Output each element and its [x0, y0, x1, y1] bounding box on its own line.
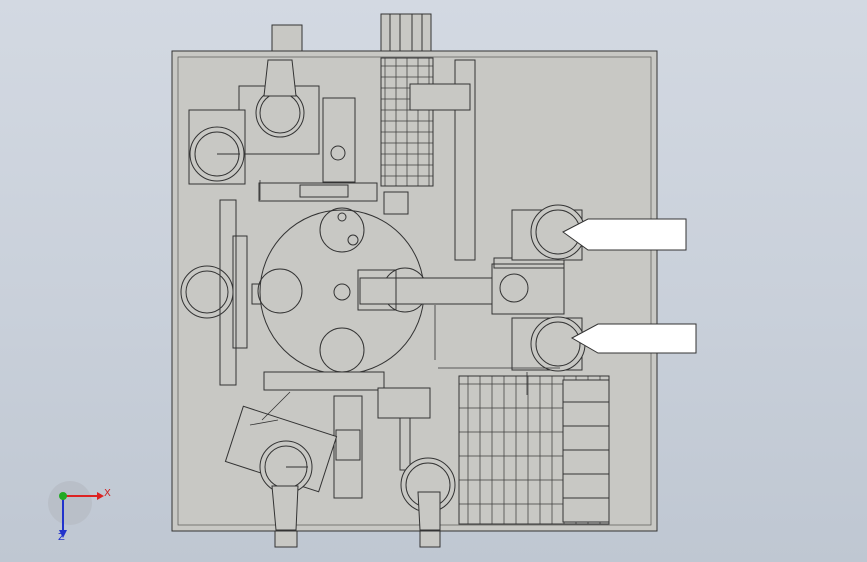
lower-transfer-rail: [263, 371, 385, 391]
hopper-chute-top: [263, 59, 297, 97]
left-feeder-rail: [232, 235, 248, 349]
station-1: [319, 207, 365, 253]
hopper-chute-bottom-left: [271, 485, 299, 531]
top-guard-frame: [380, 13, 432, 53]
gripper-arm: [359, 277, 501, 305]
bottom-foot-left: [274, 529, 298, 548]
vibratory-bowl-right-bottom: [530, 316, 586, 372]
inlet-arrow-top: [562, 218, 687, 251]
inlet-arrow-bottom: [570, 323, 697, 354]
y-axis-point: [59, 492, 67, 500]
hopper-chute-bottom-center: [417, 491, 441, 531]
upper-slide-unit: [322, 97, 356, 183]
vibratory-bowl-mid-left: [180, 265, 234, 319]
z-axis-label: Z: [58, 532, 65, 543]
lower-slide-unit: [333, 395, 363, 499]
magazine-grid-top: [380, 57, 434, 187]
bottom-foot-right: [419, 529, 441, 548]
top-feed-chute: [271, 24, 303, 52]
x-axis-label: X: [104, 488, 111, 499]
station-2: [257, 268, 303, 314]
orientation-triad: [48, 481, 104, 538]
